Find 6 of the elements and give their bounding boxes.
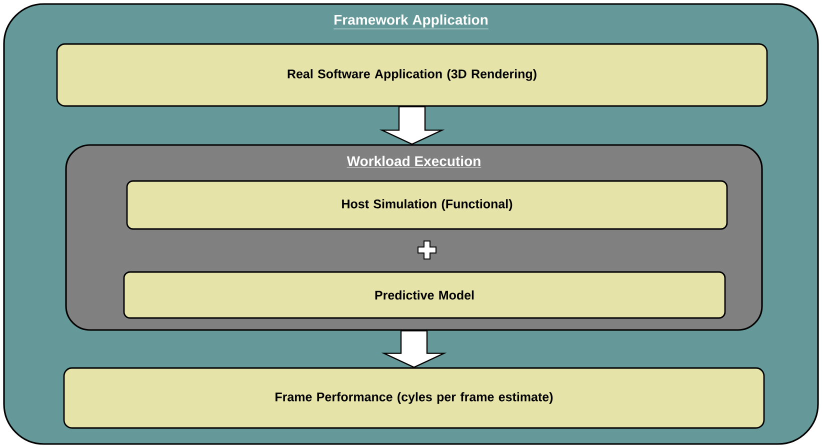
process-box: Frame Performance (cyles per frame estimate) bbox=[63, 367, 765, 429]
process-box: Predictive Model bbox=[123, 271, 726, 319]
process-box: Host Simulation (Functional) bbox=[126, 180, 728, 230]
block-arrow bbox=[379, 106, 445, 145]
block-arrow bbox=[381, 330, 447, 368]
process-box: Real Software Application (3D Rendering) bbox=[56, 43, 768, 107]
